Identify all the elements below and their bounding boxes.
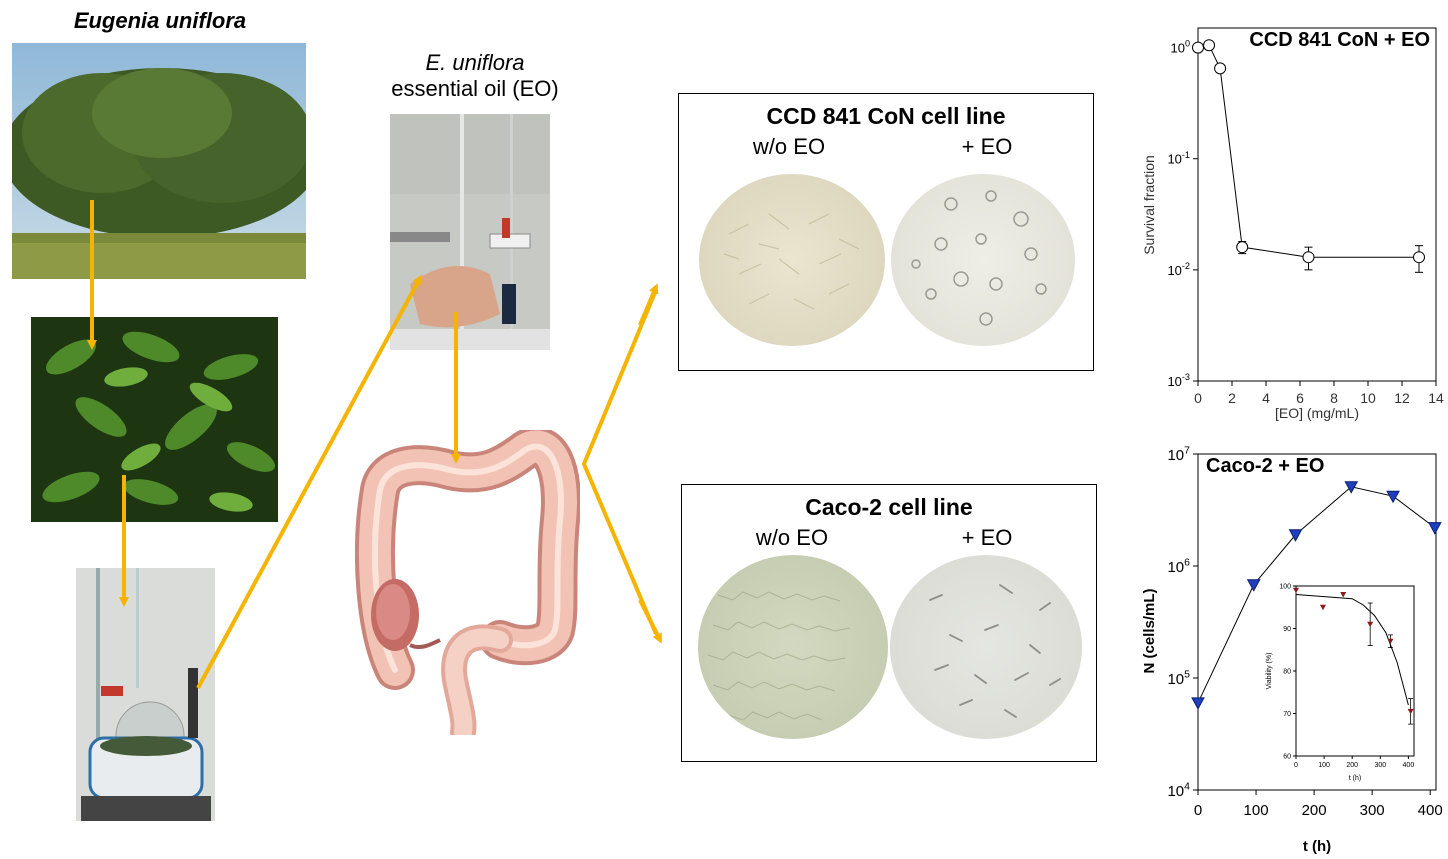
inset-point xyxy=(1293,587,1299,594)
chart1-xtick-label: 6 xyxy=(1296,390,1304,406)
oil-title-line2: essential oil (EO) xyxy=(391,76,559,101)
caco-panel-title: Caco-2 cell line xyxy=(805,494,973,520)
chart1-frame xyxy=(1197,27,1437,382)
inset-point xyxy=(1367,621,1374,628)
chart2-ylabel: N (cells/mL) xyxy=(1141,588,1158,673)
caco-right-label: + EO xyxy=(961,525,1013,550)
chart2-title: Caco-2 + EO xyxy=(1206,455,1324,477)
chart1-xtick-label: 2 xyxy=(1228,390,1236,406)
chart1-xlabel: [EO] (mg/mL) xyxy=(1275,405,1359,421)
tree-photo xyxy=(12,43,306,279)
chart1-ylabel: Survival fraction xyxy=(1141,155,1157,255)
inset-xtick-label: 200 xyxy=(1346,762,1358,769)
leaves-photo xyxy=(31,317,278,522)
inset-point xyxy=(1387,638,1394,645)
chart2-point xyxy=(1427,522,1442,535)
oil-title: E. uniflora essential oil (EO) xyxy=(360,50,590,102)
ccd-panel-title: CCD 841 CoN cell line xyxy=(766,103,1006,129)
chart1-xtick-label: 12 xyxy=(1394,390,1410,406)
chart1-xtick-label: 4 xyxy=(1262,390,1270,406)
chart1-point xyxy=(1413,251,1425,264)
arrow-distill-to-oil xyxy=(196,274,422,689)
chart2-point xyxy=(1344,481,1359,494)
chart1-xtick-label: 0 xyxy=(1194,390,1202,406)
chart1-xtick-label: 8 xyxy=(1330,390,1338,406)
oil-title-line1: E. uniflora xyxy=(425,50,525,75)
chart2-xtick-label: 200 xyxy=(1302,802,1327,819)
chart1-series-line xyxy=(1197,44,1419,258)
chart1-ytick-label: 100 xyxy=(1170,39,1190,56)
chart2-series-line xyxy=(1197,486,1436,704)
chart1-xtick-label: 10 xyxy=(1360,390,1376,406)
chart1-point xyxy=(1302,251,1315,264)
ccd-treated-dish xyxy=(891,174,1075,346)
chart2-xtick-label: 300 xyxy=(1360,802,1385,819)
chart2-point xyxy=(1246,579,1261,592)
chart2-ytick-label: 105 xyxy=(1167,668,1190,688)
chart2-point xyxy=(1288,529,1303,542)
inset-ytick-label: 100 xyxy=(1279,584,1291,591)
ccd-survival-chart: CCD 841 CoN + EO [EO] (mg/mL) Survival f… xyxy=(1141,27,1444,421)
caco-left-label: w/o EO xyxy=(755,525,829,550)
chart1-ytick-label: 10-2 xyxy=(1167,261,1190,278)
chart2-xlabel: t (h) xyxy=(1303,838,1331,855)
inset-ytick-label: 90 xyxy=(1283,626,1291,633)
inset-ytick-label: 70 xyxy=(1283,711,1291,718)
caco-treated-dish xyxy=(890,555,1082,739)
chart2-ytick-label: 107 xyxy=(1167,446,1190,464)
inset-xlabel: t (h) xyxy=(1349,775,1361,782)
chart1-point xyxy=(1236,241,1249,254)
colon-illustration xyxy=(355,426,581,745)
ccd-left-label: w/o EO xyxy=(752,134,826,159)
inset-point xyxy=(1340,592,1347,598)
chart2-xtick-label: 0 xyxy=(1194,802,1202,819)
inset-xtick-label: 0 xyxy=(1294,762,1298,769)
inset-frame xyxy=(1295,585,1415,757)
chart1-xtick-label: 14 xyxy=(1428,390,1444,406)
chart2-point xyxy=(1191,697,1205,710)
ccd-cell-panel: CCD 841 CoN cell line w/o EO + EO xyxy=(678,93,1094,371)
chart2-point xyxy=(1386,490,1400,504)
chart2-xtick-label: 400 xyxy=(1418,802,1443,819)
caco-growth-chart: Caco-2 + EO t (h) N (cells/mL) 0 100 200 30… xyxy=(1141,446,1443,855)
inset-xtick-label: 400 xyxy=(1403,762,1415,769)
chart2-xtick-label: 100 xyxy=(1244,802,1269,819)
ccd-control-dish xyxy=(699,174,885,346)
chart1-ytick-label: 10-3 xyxy=(1167,372,1190,389)
chart1-point xyxy=(1203,39,1216,52)
inset-ylabel: Viability (%) xyxy=(1266,653,1273,690)
inset-point xyxy=(1319,604,1326,611)
oil-extraction-photo xyxy=(390,114,550,350)
inset-ytick-label: 80 xyxy=(1283,669,1291,676)
inset-fit-line xyxy=(1295,594,1409,706)
inset-point xyxy=(1407,708,1414,715)
inset-xtick-label: 300 xyxy=(1374,762,1386,769)
distillation-photo xyxy=(76,568,215,821)
arrow-colon-to-cells xyxy=(581,289,658,635)
chart1-point xyxy=(1192,41,1204,54)
caco-cell-panel: Caco-2 cell line w/o EO + EO xyxy=(681,484,1097,762)
chart1-ytick-label: 10-1 xyxy=(1167,150,1190,167)
chart1-point xyxy=(1214,62,1227,75)
chart2-ytick-label: 106 xyxy=(1167,556,1190,576)
inset-ytick-label: 60 xyxy=(1283,754,1291,761)
caco-control-dish xyxy=(698,555,888,739)
ccd-right-label: + EO xyxy=(961,134,1013,159)
chart2-ytick-label: 104 xyxy=(1167,780,1190,800)
inset-xtick-label: 100 xyxy=(1318,762,1330,769)
chart1-title: CCD 841 CoN + EO xyxy=(1249,29,1430,51)
chart2-frame xyxy=(1197,453,1437,791)
plant-title: Eugenia uniflora xyxy=(73,8,247,33)
